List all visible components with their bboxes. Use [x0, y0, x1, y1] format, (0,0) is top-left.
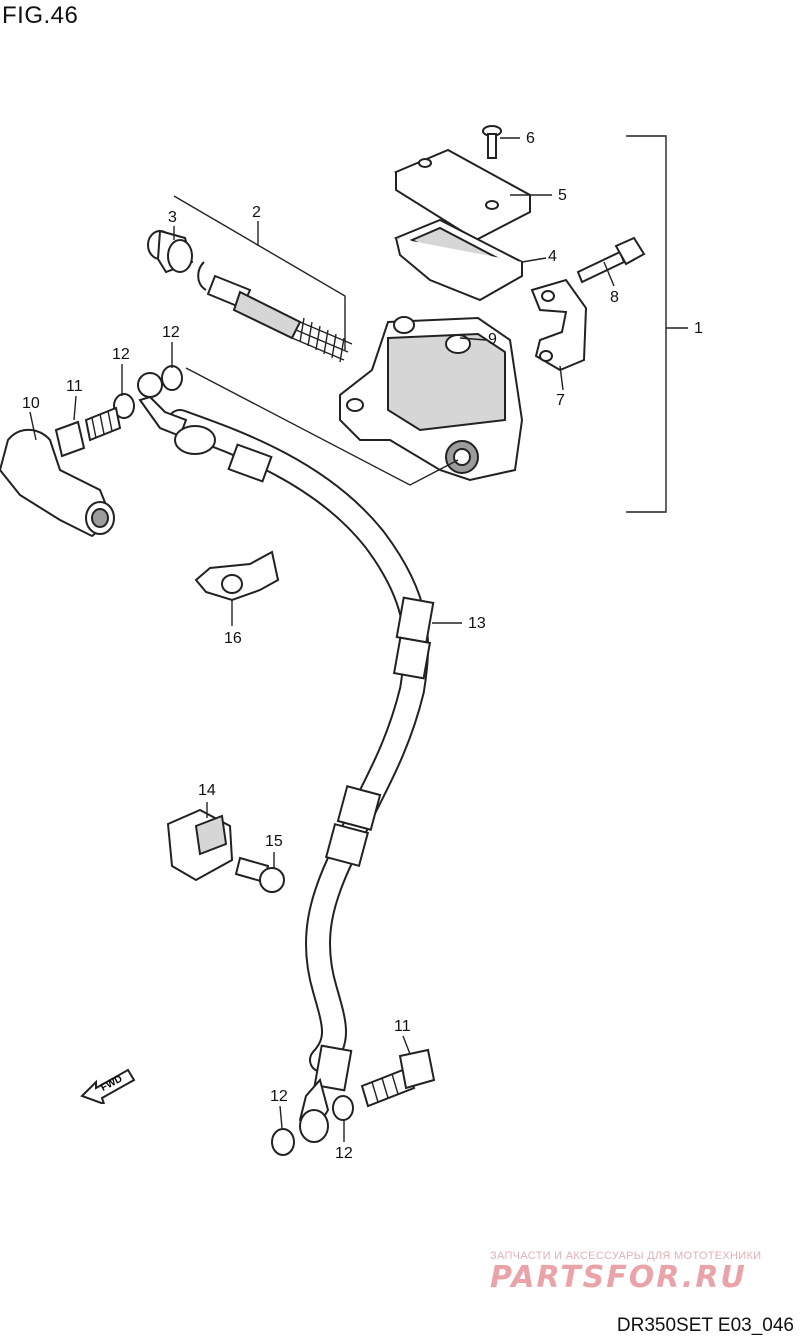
brake-hose-13: [167, 409, 430, 1073]
screw-6: [482, 125, 502, 159]
callout-2: 2: [252, 204, 261, 221]
guide-line: [185, 367, 459, 486]
callout-5: 5: [558, 187, 567, 204]
guide-14: [166, 808, 234, 882]
callout-15: 15: [265, 833, 283, 850]
watermark-tagline: ЗАПЧАСТИ И АКСЕССУАРЫ ДЛЯ МОТОТЕХНИКИ: [490, 1250, 762, 1262]
watermark-logo: PARTSFOR.RU: [490, 1260, 747, 1295]
washer-12-bottom-b: [332, 1095, 354, 1121]
callout-11-top: 11: [66, 378, 83, 395]
callout-14: 14: [198, 782, 216, 799]
callout-leaders: [29, 137, 615, 1142]
banjo-bolt-11-bottom: [360, 1048, 436, 1108]
leader-9: [459, 337, 487, 341]
washer-12-bottom-a: [271, 1128, 295, 1156]
banjo-bolt-11-top: [54, 406, 122, 458]
callout-9: 9: [488, 331, 497, 348]
banjo-top: [137, 372, 216, 455]
callout-4: 4: [548, 248, 557, 265]
callout-12-bottom-b: 12: [335, 1145, 353, 1162]
hose-sleeves: [227, 443, 435, 1092]
reservoir-cap: [393, 148, 533, 242]
callout-6: 6: [526, 130, 535, 147]
callout-16: 16: [224, 630, 242, 647]
diaphragm: [393, 218, 525, 302]
callout-12-bottom-a: 12: [270, 1088, 288, 1105]
bolt-15: [234, 856, 285, 893]
callout-12-top-a: 12: [112, 346, 130, 363]
callout-11-bottom: 11: [394, 1018, 411, 1035]
callout-3: 3: [168, 209, 177, 226]
callout-13: 13: [468, 615, 486, 632]
callout-1: 1: [694, 320, 703, 337]
callout-12-top-b: 12: [162, 324, 180, 341]
figure-title: FIG.46: [2, 2, 79, 29]
callout-10: 10: [22, 395, 40, 412]
piston-spring: [206, 274, 353, 363]
washer-12-top-b: [113, 393, 135, 419]
diagram-code: DR350SET E03_046: [616, 1315, 794, 1336]
bolt-8: [576, 236, 646, 284]
bracket-1: [626, 135, 667, 513]
clamp-16: [194, 550, 280, 602]
cover-10: [0, 428, 115, 538]
banjo-bottom: [298, 1077, 330, 1143]
fwd-arrow-icon: FWD: [80, 1068, 136, 1104]
callout-7: 7: [556, 392, 565, 409]
bracket-2: [173, 195, 346, 350]
washer-12-top-a: [161, 365, 183, 391]
boot-3: [147, 229, 207, 291]
clamp-7: [530, 278, 588, 372]
callout-8: 8: [610, 289, 619, 306]
